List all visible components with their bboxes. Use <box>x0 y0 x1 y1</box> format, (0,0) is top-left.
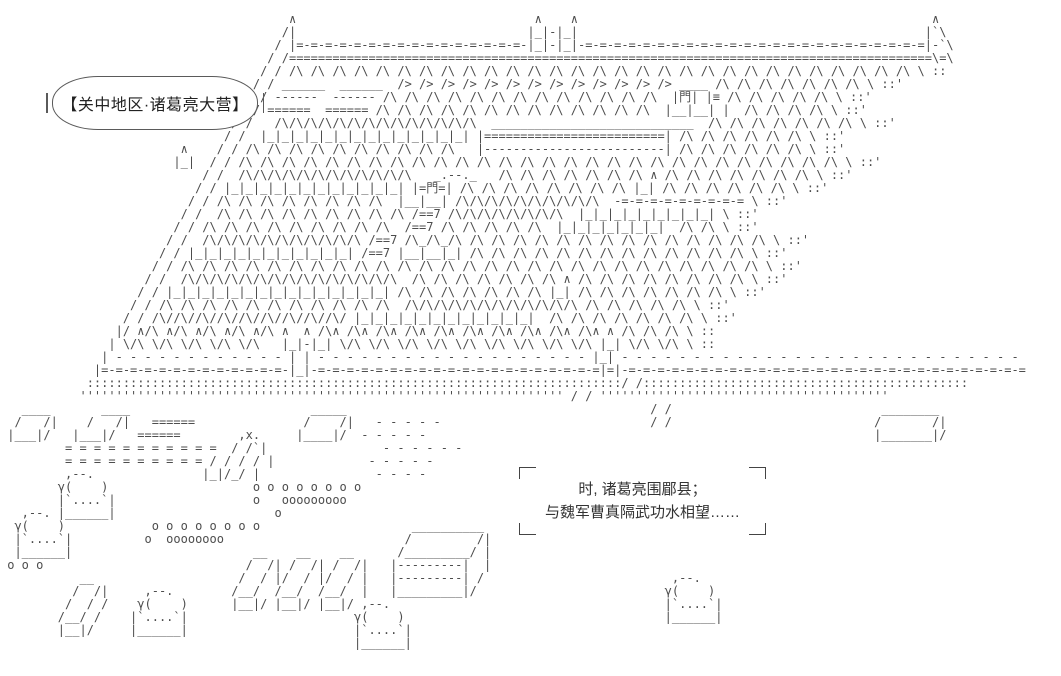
location-label-box: 【关中地区·诸葛亮大营】 <box>46 76 264 130</box>
narration-box: 时, 诸葛亮围郿县； 与魏军曹真隔武功水相望…… <box>519 467 766 535</box>
location-label: 【关中地区·诸葛亮大营】 <box>61 97 249 114</box>
label-left-tick <box>46 93 48 113</box>
corner-mark-bottom-left <box>519 523 536 535</box>
corner-mark-top-right <box>749 467 766 479</box>
corner-mark-top-left <box>519 467 536 479</box>
narration-line-1: 时, 诸葛亮围郿县； <box>578 480 707 498</box>
ascii-art-camp: ∧ ∧ ∧ ∧ /| |_|-|_| <box>7 12 1026 650</box>
corner-mark-bottom-right <box>749 523 766 535</box>
label-right-tick <box>262 93 264 113</box>
narration-line-2: 与魏军曹真隔武功水相望…… <box>544 504 740 521</box>
